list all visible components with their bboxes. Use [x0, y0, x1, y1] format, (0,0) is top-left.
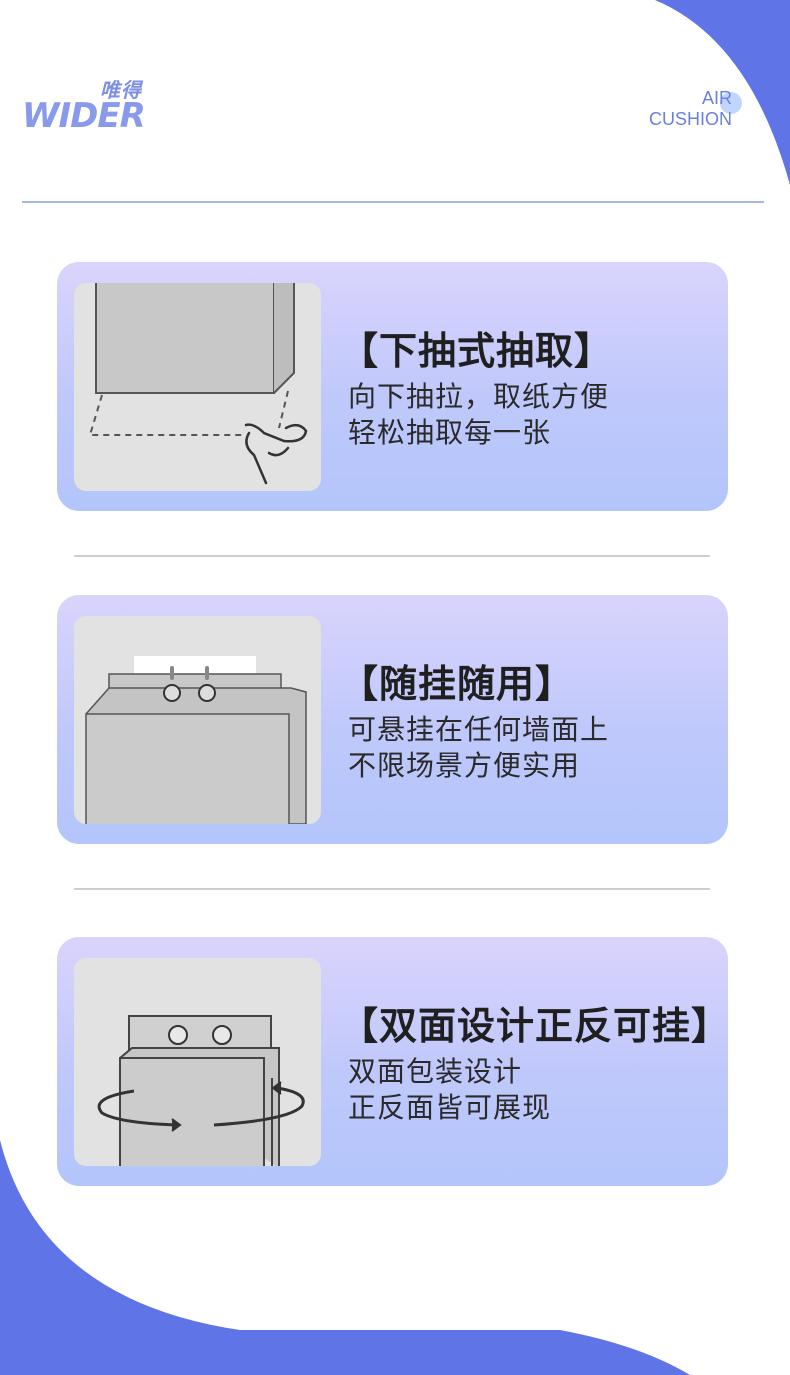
header-divider [22, 201, 764, 203]
card-desc-line: 双面包装设计 [348, 1055, 523, 1088]
card-title: 【双面设计正反可挂】 [340, 1004, 731, 1048]
badge-dot-icon [720, 92, 742, 114]
wall-hang-tissue-icon [74, 616, 321, 824]
pull-down-tissue-icon [74, 283, 321, 491]
card-desc-line: 正反面皆可展现 [348, 1091, 552, 1124]
card-title: 【随挂随用】 [340, 662, 575, 706]
bottom-left-wave [0, 1140, 690, 1375]
brand-name-cn: 唯得 [100, 78, 142, 102]
rotate-double-side-icon [74, 958, 321, 1166]
card-desc-line: 向下抽拉，取纸方便 [348, 380, 610, 413]
feature-card-hang: 【随挂随用】 可悬挂在任何墙面上 不限场景方便实用 [57, 595, 728, 844]
feature-card-pull-down: 【下抽式抽取】 向下抽拉，取纸方便 轻松抽取每一张 [57, 262, 728, 511]
feature-card-double-side: 【双面设计正反可挂】 双面包装设计 正反面皆可展现 [57, 937, 731, 1186]
section-divider [74, 555, 710, 557]
air-cushion-badge: AIR CUSHION [649, 88, 732, 130]
brand-logo: 唯得 WIDER [22, 74, 162, 144]
card-description: 双面包装设计 正反面皆可展现 [348, 1054, 551, 1126]
top-right-wave [655, 0, 790, 185]
card-description: 向下抽拉，取纸方便 轻松抽取每一张 [348, 379, 609, 451]
card-description: 可悬挂在任何墙面上 不限场景方便实用 [348, 712, 609, 784]
card-desc-line: 轻松抽取每一张 [348, 416, 552, 449]
brand-name-en: WIDER [22, 96, 146, 136]
card-title: 【下抽式抽取】 [340, 329, 614, 373]
badge-line-2: CUSHION [648, 109, 732, 129]
card-desc-line: 不限场景方便实用 [348, 749, 581, 782]
badge-line-1: AIR [701, 88, 732, 108]
section-divider [74, 888, 710, 890]
card-desc-line: 可悬挂在任何墙面上 [348, 713, 610, 746]
